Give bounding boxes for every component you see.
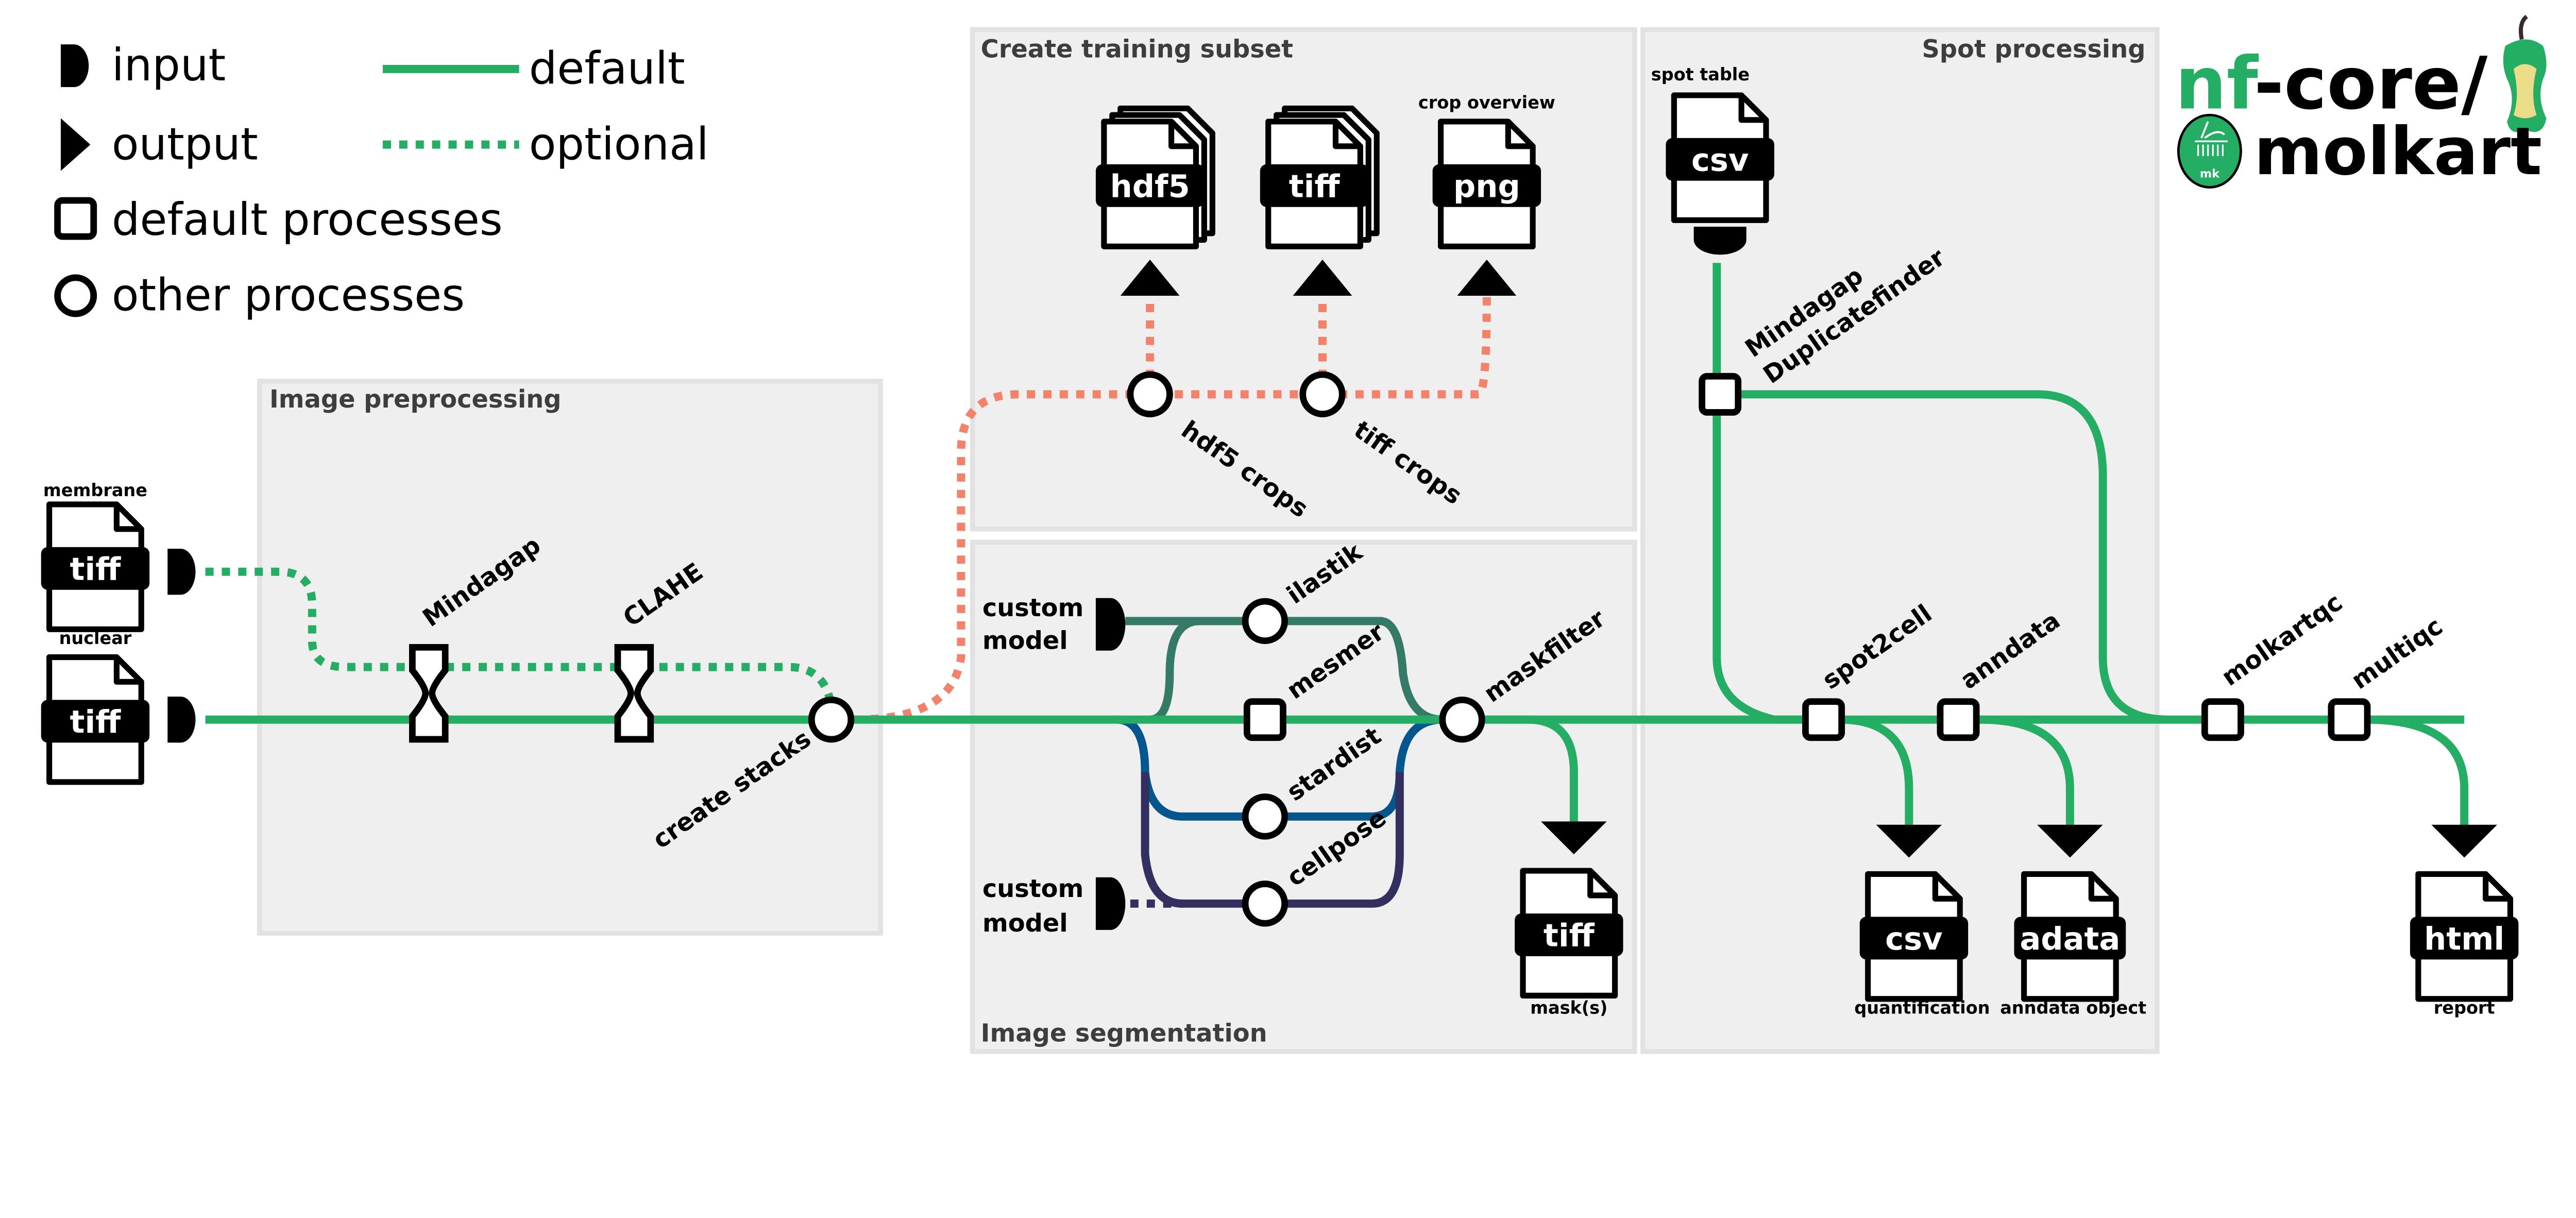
edges	[205, 263, 2469, 908]
panel-training	[970, 27, 1637, 532]
panel-training-title: Create training subset	[981, 36, 1293, 64]
file-type: tiff	[1289, 169, 1341, 205]
mask-label: mask(s)	[1530, 997, 1607, 1018]
logo-molkart: molkart	[2254, 114, 2542, 190]
panel-preprocessing-title: Image preprocessing	[269, 385, 562, 414]
custom-model-input-1: custom model	[982, 594, 1126, 655]
custom-model-label: model	[982, 909, 1068, 938]
output-adata: adata anndata object	[2000, 824, 2146, 1018]
file-type: hdf5	[1110, 169, 1190, 205]
membrane-label: membrane	[43, 480, 147, 500]
output-icon	[2037, 824, 2103, 858]
spot-table-label: spot table	[1651, 64, 1750, 84]
panel-preprocessing	[257, 379, 883, 936]
custom-model-input-2: custom model	[982, 875, 1126, 938]
file-type: tiff	[1544, 918, 1595, 954]
logo-nf: nf	[2175, 42, 2259, 126]
file-type: adata	[2020, 921, 2120, 957]
circle-process-icon	[54, 274, 97, 317]
input-icon	[1095, 877, 1126, 930]
apple-core-icon	[2503, 14, 2547, 132]
file-type: csv	[1691, 143, 1749, 179]
output-mask: tiff mask(s)	[1515, 821, 1623, 1018]
input-icon	[1693, 227, 1747, 255]
report-label: report	[2434, 997, 2495, 1018]
custom-model-label: custom	[982, 594, 1083, 622]
legend-input: input	[112, 40, 226, 91]
output-icon	[1541, 821, 1607, 855]
molkartqc-label: molkartqc	[2216, 588, 2348, 692]
input-icon	[1095, 598, 1126, 651]
molkart-badge-icon: mk	[2177, 113, 2242, 189]
output-report: html report	[2410, 824, 2519, 1018]
panel-segmentation-title: Image segmentation	[981, 1020, 1267, 1048]
output-icon	[1876, 824, 1942, 858]
file-type: tiff	[70, 704, 122, 740]
pipeline-diagram: input output default processes other pro…	[41, 14, 2547, 1054]
output-tiff-crops: tiff	[1260, 108, 1377, 246]
custom-model-label: custom	[982, 875, 1083, 903]
input-icon	[167, 549, 196, 595]
input-icon	[167, 697, 196, 743]
multiqc-label: multiqc	[2346, 612, 2448, 695]
panel-spot-title: Spot processing	[1922, 36, 2145, 64]
legend-default-processes: default processes	[112, 194, 503, 246]
input-icon	[60, 44, 89, 88]
legend-output: output	[112, 119, 258, 170]
badge-text: mk	[2200, 167, 2220, 180]
file-type: csv	[1885, 921, 1942, 957]
logo-core: -core/	[2254, 42, 2488, 126]
file-type: html	[2424, 921, 2504, 957]
output-icon	[2431, 824, 2497, 858]
square-process-icon	[54, 197, 97, 240]
legend-optional: optional	[529, 119, 709, 170]
png-label: crop overview	[1418, 92, 1555, 112]
output-quantification: csv quantification	[1854, 824, 1990, 1018]
legend: input output default processes other pro…	[54, 40, 709, 322]
output-icon	[1120, 259, 1517, 296]
quantification-label: quantification	[1854, 997, 1990, 1018]
nuclear-input: nuclear tiff	[41, 628, 196, 782]
legend-default: default	[529, 43, 685, 95]
output-hdf5: hdf5	[1095, 108, 1212, 246]
nuclear-label: nuclear	[59, 628, 132, 648]
membrane-input: membrane tiff	[41, 480, 196, 629]
adata-label: anndata object	[2000, 997, 2146, 1018]
output-png: crop overview png	[1418, 92, 1555, 246]
file-type: tiff	[70, 552, 122, 588]
process-molkartqc[interactable]: molkartqc	[2201, 588, 2348, 741]
output-icon	[60, 118, 91, 171]
custom-model-label: model	[982, 627, 1068, 655]
nf-core-molkart-logo: nf -core/ mk molkart	[2175, 14, 2547, 190]
legend-other-processes: other processes	[112, 270, 465, 322]
spot-table-input: spot table csv	[1651, 64, 1774, 255]
file-type: png	[1453, 169, 1520, 205]
